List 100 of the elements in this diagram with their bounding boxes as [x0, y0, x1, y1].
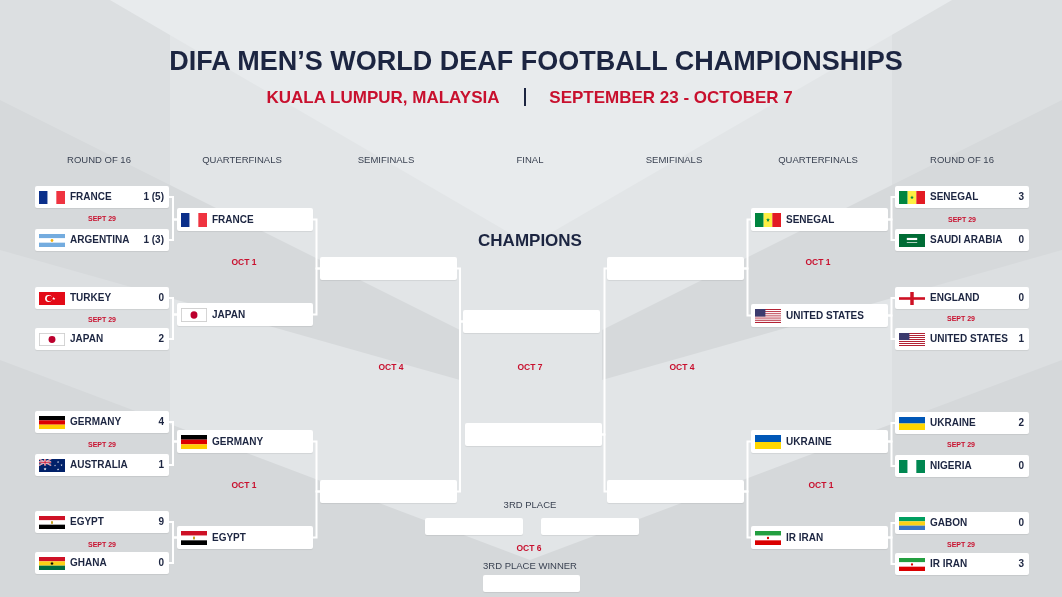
team-name: FRANCE	[70, 192, 112, 202]
team-box	[895, 186, 1029, 208]
bracket-line	[887, 218, 896, 241]
score: 0	[1018, 293, 1024, 303]
bracket-line	[168, 440, 178, 466]
team-box	[895, 287, 1029, 309]
empty-team-box	[320, 257, 457, 280]
bracket-line	[601, 267, 608, 436]
team-name: GABON	[930, 518, 968, 528]
empty-team-box	[320, 480, 457, 503]
team-name: TURKEY	[70, 293, 112, 303]
team-box	[35, 328, 169, 350]
team-name: UNITED STATES	[786, 310, 864, 321]
team-name: GHANA	[70, 558, 107, 568]
empty-team-box	[425, 518, 523, 535]
team-box	[35, 287, 169, 309]
team-box	[751, 304, 888, 327]
team-name: FRANCE	[212, 214, 254, 225]
team-box	[177, 430, 313, 453]
bracket-line	[312, 267, 321, 316]
champions-heading: CHAMPIONS	[478, 231, 582, 249]
bracket-line	[168, 536, 178, 564]
team-box	[177, 303, 313, 326]
team-name: UKRAINE	[786, 436, 832, 447]
score: 1	[158, 460, 164, 470]
team-box	[751, 208, 888, 231]
team-name: UNITED STATES	[930, 334, 1008, 344]
round-heading: FINAL	[516, 155, 544, 165]
empty-team-box	[541, 518, 639, 535]
team-box	[177, 208, 313, 231]
bracket-line	[456, 320, 464, 493]
team-name: AUSTRALIA	[70, 460, 128, 470]
round-heading: QUARTERFINALS	[202, 155, 282, 165]
third-place-heading: 3RD PLACE	[503, 500, 557, 510]
team-box	[177, 526, 313, 549]
team-name: UKRAINE	[930, 418, 976, 428]
match-date: OCT 4	[669, 362, 695, 372]
score: 1	[1018, 334, 1024, 344]
bracket-line	[168, 313, 178, 340]
empty-team-box	[607, 257, 744, 280]
team-name: JAPAN	[70, 334, 104, 344]
round-heading: QUARTERFINALS	[778, 155, 858, 165]
team-name: JAPAN	[212, 309, 246, 320]
team-name: GERMANY	[212, 436, 264, 447]
team-box	[35, 552, 169, 574]
round-heading: SEMIFINALS	[357, 155, 415, 165]
empty-team-box	[465, 423, 602, 446]
team-box	[35, 186, 169, 208]
team-name: SENEGAL	[786, 214, 835, 225]
score: 9	[158, 517, 164, 527]
empty-team-box	[483, 575, 580, 592]
team-box	[35, 411, 169, 433]
bracket-line	[887, 314, 896, 340]
match-date: OCT 6	[516, 543, 542, 553]
bracket-line	[312, 218, 321, 270]
score: 0	[1018, 235, 1024, 245]
bracket-line	[887, 536, 896, 565]
match-date: OCT 4	[378, 362, 404, 372]
date-range-text: SEPTEMBER 23 - OCTOBER 7	[549, 88, 793, 106]
match-date: OCT 1	[805, 257, 831, 267]
team-box	[895, 229, 1029, 251]
score: 0	[158, 558, 164, 568]
team-box	[35, 454, 169, 476]
score: 2	[158, 334, 164, 344]
score: 2	[1018, 418, 1024, 428]
team-box	[751, 526, 888, 549]
round-heading: ROUND OF 16	[67, 155, 131, 165]
score: 0	[158, 293, 164, 303]
team-name: SAUDI ARABIA	[930, 235, 1003, 245]
round-heading: ROUND OF 16	[930, 155, 994, 165]
empty-team-box	[607, 480, 744, 503]
bracket-line	[743, 490, 752, 539]
score: 3	[1018, 559, 1024, 569]
team-box	[751, 430, 888, 453]
bracket-line	[456, 267, 464, 323]
score: 4	[158, 417, 164, 427]
bracket-line	[601, 433, 608, 493]
empty-team-box	[463, 310, 600, 333]
bracket-line	[312, 490, 321, 539]
third-place-winner-heading: 3RD PLACE WINNER	[483, 561, 577, 571]
score: 0	[1018, 518, 1024, 528]
round-heading: SEMIFINALS	[645, 155, 703, 165]
match-date: OCT 1	[231, 257, 257, 267]
location-text: KUALA LUMPUR, MALAYSIA	[266, 88, 500, 106]
team-box	[895, 412, 1029, 434]
score: 1 (5)	[143, 192, 164, 202]
score: 1 (3)	[143, 235, 164, 245]
team-box	[35, 511, 169, 533]
score: 0	[1018, 461, 1024, 471]
team-name: EGYPT	[70, 517, 104, 527]
team-name: ENGLAND	[930, 293, 980, 303]
bracket-line	[743, 267, 752, 317]
team-box	[35, 229, 169, 251]
team-name: ARGENTINA	[70, 235, 130, 245]
team-name: EGYPT	[212, 532, 246, 543]
team-box	[895, 553, 1029, 575]
team-name: IR IRAN	[786, 532, 824, 543]
bracket-line	[887, 440, 896, 467]
team-name: IR IRAN	[930, 559, 968, 569]
team-box	[895, 512, 1029, 534]
